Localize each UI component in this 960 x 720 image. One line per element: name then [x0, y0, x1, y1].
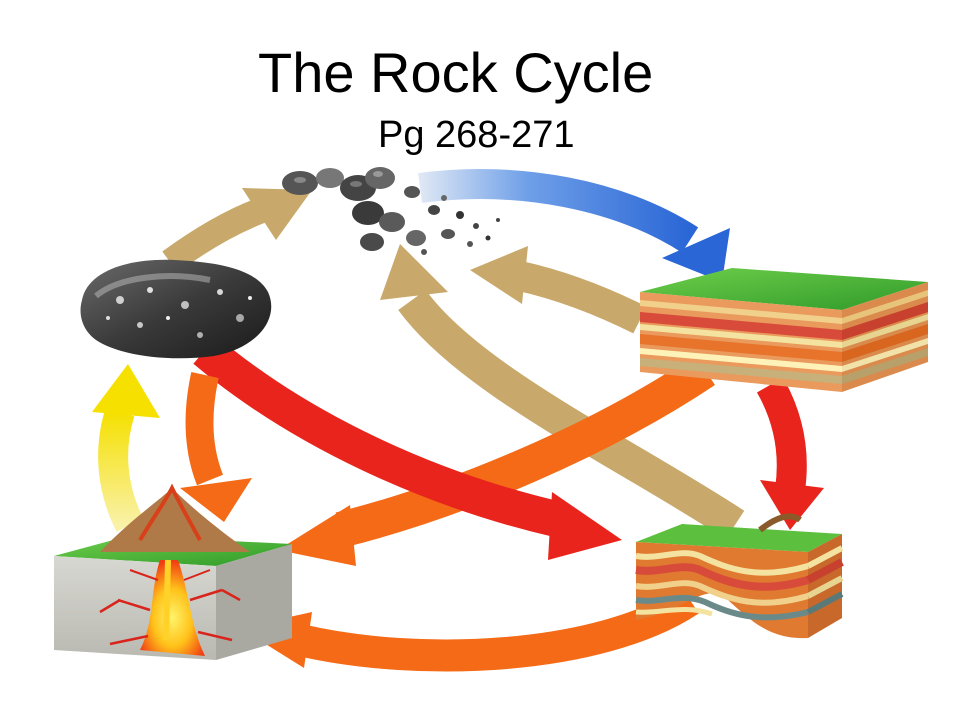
heat-pressure-arrow-sedimentary-to-metamorphic	[756, 377, 824, 530]
melting-arrow-igneous-to-magma	[180, 371, 252, 522]
weathering-arrow-sedimentary-to-sediment	[470, 246, 647, 334]
igneous-rock-boulder-icon	[80, 259, 272, 359]
volcano-magma-block-icon	[54, 483, 292, 660]
slide-subtitle: Pg 268-271	[378, 114, 575, 156]
heat-pressure-arrow-igneous-to-metamorphic	[193, 336, 622, 560]
melting-arrow-metamorphic-to-magma	[240, 586, 699, 672]
deposition-arrow-sediment-to-sedimentary	[418, 169, 730, 282]
sedimentary-layers-block-icon	[640, 268, 928, 392]
weathering-arrow-metamorphic-to-sediment	[380, 244, 745, 540]
sediment-pebbles-icon	[282, 167, 500, 255]
slide-title: The Rock Cycle	[258, 41, 654, 104]
folded-metamorphic-layers-icon	[635, 513, 844, 639]
cooling-arrow-magma-to-igneous	[92, 364, 160, 532]
melting-arrow-sedimentary-to-magma	[278, 355, 715, 566]
weathering-arrow-igneous-to-sediment	[162, 188, 312, 273]
